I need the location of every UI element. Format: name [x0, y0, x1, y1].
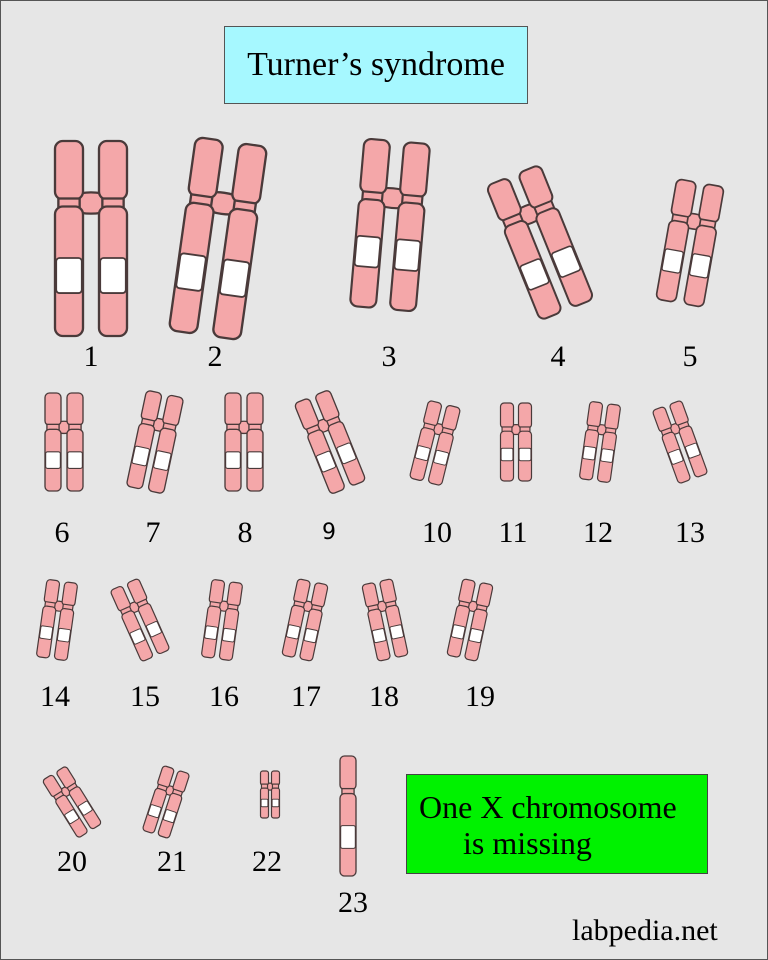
chromosome-8 [224, 392, 264, 492]
chromosome-13 [652, 400, 708, 484]
diagram-title: Turner’s syndrome [247, 46, 505, 83]
chromosome-label-21: 21 [157, 845, 187, 878]
chromosome-16 [201, 579, 243, 661]
chromosome-label-3: 3 [381, 340, 397, 373]
chromosome-23 [339, 755, 357, 877]
chromosome-label-16: 16 [209, 680, 239, 713]
chromosome-label-13: 13 [675, 516, 705, 549]
chromosome-1 [53, 139, 129, 338]
chromosome-label-10: 10 [422, 516, 452, 549]
chromosome-21 [142, 765, 190, 839]
chromosome-label-11: 11 [498, 516, 528, 549]
note-line-2: is missing [463, 825, 592, 861]
chromosome-22 [259, 770, 281, 819]
chromosome-19 [446, 578, 494, 662]
chromosome-17 [281, 578, 329, 662]
chromosome-9 [294, 390, 366, 494]
chromosome-2 [168, 136, 268, 341]
chromosome-14 [36, 579, 78, 661]
note-line-1: One X chromosome [419, 789, 677, 825]
chromosome-label-12: 12 [583, 516, 613, 549]
chromosome-label-8: 8 [237, 516, 253, 549]
chromosome-6 [44, 392, 84, 492]
chromosome-label-22: 22 [252, 845, 282, 878]
chromosome-label-17: 17 [291, 680, 321, 713]
chromosome-18 [361, 578, 409, 662]
chromosome-label-1: 1 [83, 340, 99, 373]
chromosome-label-15: 15 [130, 680, 160, 713]
chromosome-label-23: 23 [338, 886, 368, 919]
watermark: labpedia.net [572, 914, 718, 947]
chromosome-label-7: 7 [145, 516, 161, 549]
title-box: Turner’s syndrome [224, 26, 528, 104]
chromosome-label-6: 6 [54, 516, 70, 549]
chromosome-3 [349, 137, 431, 313]
chromosome-label-9: 9 [322, 520, 336, 545]
chromosome-label-2: 2 [207, 340, 223, 373]
chromosome-4 [486, 165, 594, 320]
chromosome-label-18: 18 [369, 680, 399, 713]
chromosome-label-14: 14 [40, 680, 70, 713]
chromosome-label-5: 5 [682, 340, 698, 373]
chromosome-15 [110, 578, 170, 662]
chromosome-11 [499, 402, 533, 482]
chromosome-label-19: 19 [465, 680, 495, 713]
chromosome-label-4: 4 [550, 340, 566, 373]
chromosome-label-20: 20 [57, 845, 87, 878]
chromosome-12 [579, 401, 621, 483]
chromosome-5 [655, 178, 725, 308]
chromosome-10 [409, 400, 461, 486]
note-box: One X chromosome is missing [406, 774, 708, 874]
chromosome-7 [126, 390, 184, 494]
chromosome-20 [42, 766, 102, 838]
